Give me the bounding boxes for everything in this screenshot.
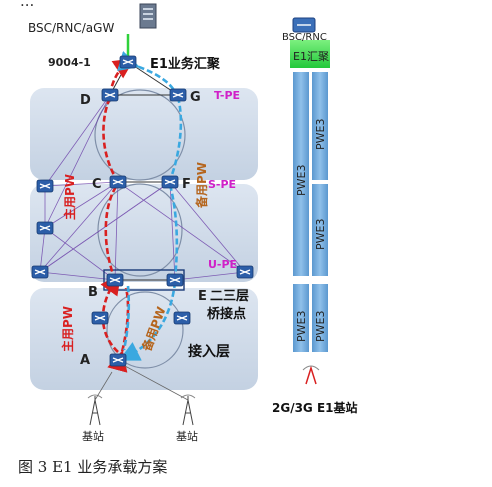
- node-d-label: D: [80, 93, 91, 108]
- u-pe-label: U-PE: [208, 258, 237, 271]
- base-station-type-label: 2G/3G E1基站: [272, 400, 358, 415]
- core-ring: [94, 89, 186, 181]
- top-cut-text: ...: [20, 0, 35, 10]
- router-right-upe: [236, 265, 254, 279]
- pwe3-bar-right-bottom: [312, 284, 328, 352]
- router-f: [161, 175, 179, 189]
- layer-band-access: [30, 288, 258, 390]
- node-b-label: B: [88, 285, 98, 300]
- gateway-label: BSC/RNC/aGW: [28, 21, 114, 35]
- s-pe-label: S-PE: [208, 178, 236, 191]
- right-gateway-label: BSC/RNC: [282, 32, 327, 43]
- node-a-label: A: [80, 353, 90, 368]
- figure-caption: 图 3 E1 业务承载方案: [18, 458, 168, 476]
- node-g-label: G: [190, 90, 201, 105]
- router-e: [166, 273, 184, 287]
- right-gateway-icon: [292, 17, 316, 33]
- bridge-point-label-1: 二三层: [210, 289, 249, 304]
- router-g: [169, 88, 187, 102]
- primary-pw-label-top: 主用PW: [62, 174, 77, 220]
- node-c-label: C: [92, 177, 102, 192]
- router-access-right: [173, 311, 191, 325]
- node-f-label: F: [182, 177, 191, 192]
- router-left-1: [36, 179, 54, 193]
- backup-pw-label-top: 备用PW: [194, 162, 209, 209]
- mesh-links: [39, 94, 246, 281]
- router-a: [109, 353, 127, 367]
- base-station-left-icon: [87, 371, 113, 426]
- pwe3-label-right-top: PWE3: [314, 119, 327, 150]
- bridge-point-label-2: 桥接点: [207, 306, 246, 322]
- right-base-station-icon: [302, 365, 320, 385]
- t-pe-label: T-PE: [214, 89, 240, 102]
- router-c: [109, 175, 127, 189]
- router-access-left: [91, 311, 109, 325]
- base-station-left-label: 基站: [82, 429, 104, 443]
- e1-aggregation-label: E1业务汇聚: [150, 56, 221, 72]
- router-b: [106, 273, 124, 287]
- pwe3-bar-left-long: [293, 72, 309, 276]
- base-station-right-label: 基站: [176, 429, 198, 443]
- router-left-3: [31, 265, 49, 279]
- pwe3-bar-right-top: [312, 72, 328, 180]
- access-ring: [106, 291, 184, 369]
- pwe3-label-left-bottom: PWE3: [295, 311, 308, 342]
- pwe3-bar-right-mid: [312, 184, 328, 276]
- layer-band-core: [30, 88, 258, 180]
- pwe3-label-left-long: PWE3: [295, 165, 308, 196]
- router-d: [101, 88, 119, 102]
- layer-band-aggregation: [30, 184, 258, 282]
- router-left-2: [36, 221, 54, 235]
- node-e-label: E: [198, 289, 207, 304]
- right-aggregation-label: E1汇聚: [293, 50, 329, 63]
- access-layer-label: 接入层: [188, 343, 230, 360]
- base-station-right-icon: [124, 365, 196, 426]
- primary-pw-label-bottom: 主用PW: [60, 306, 75, 352]
- right-aggregation-box: [290, 40, 330, 68]
- pwe3-label-right-bottom: PWE3: [314, 311, 327, 342]
- gateway-device-icon: [139, 3, 157, 29]
- router-gateway-node: [119, 55, 137, 69]
- node-id-label: 9004-1: [48, 56, 91, 69]
- pwe3-bar-left-bottom: [293, 284, 309, 352]
- pwe3-label-right-mid: PWE3: [314, 219, 327, 250]
- aggregation-ring: [97, 183, 183, 277]
